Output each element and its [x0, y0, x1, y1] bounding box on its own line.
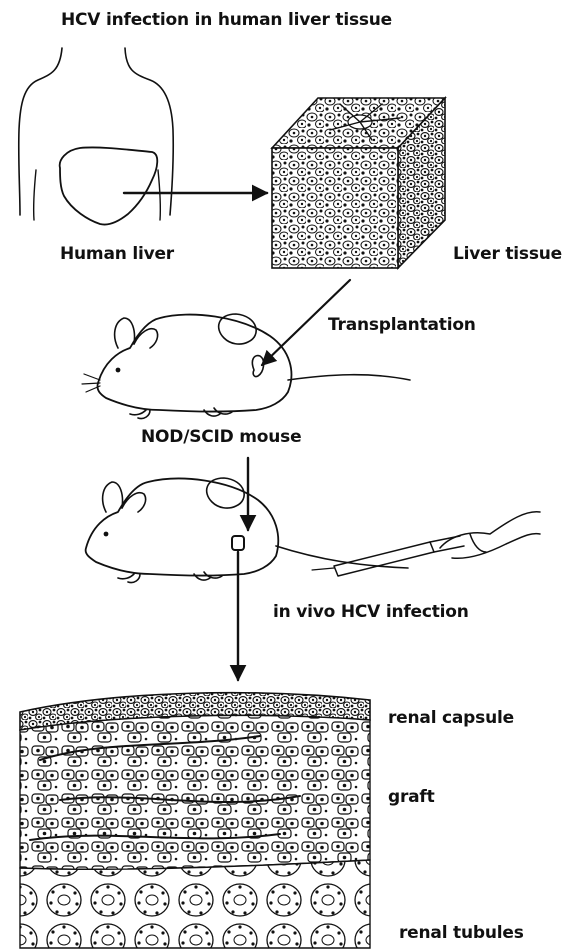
label-graft: graft	[388, 787, 435, 807]
label-renal-capsule: renal capsule	[388, 708, 514, 728]
mouse-2-figure	[86, 478, 540, 583]
label-human-liver: Human liver	[60, 244, 174, 264]
label-mouse: NOD/SCID mouse	[141, 427, 301, 447]
label-infection: in vivo HCV infection	[273, 602, 469, 622]
human-torso-figure	[19, 48, 174, 225]
label-transplantation: Transplantation	[328, 315, 476, 335]
diagram-title: HCV infection in human liver tissue	[61, 10, 392, 30]
renal-tubules-layer	[20, 860, 370, 948]
label-liver-tissue: Liver tissue	[453, 244, 562, 264]
liver-outline	[60, 147, 158, 224]
label-renal-tubules: renal tubules	[399, 923, 524, 943]
graft-layer	[20, 715, 370, 869]
renal-tissue-section	[20, 693, 370, 948]
graft-site-marker	[232, 536, 244, 550]
liver-tissue-block	[272, 98, 445, 268]
